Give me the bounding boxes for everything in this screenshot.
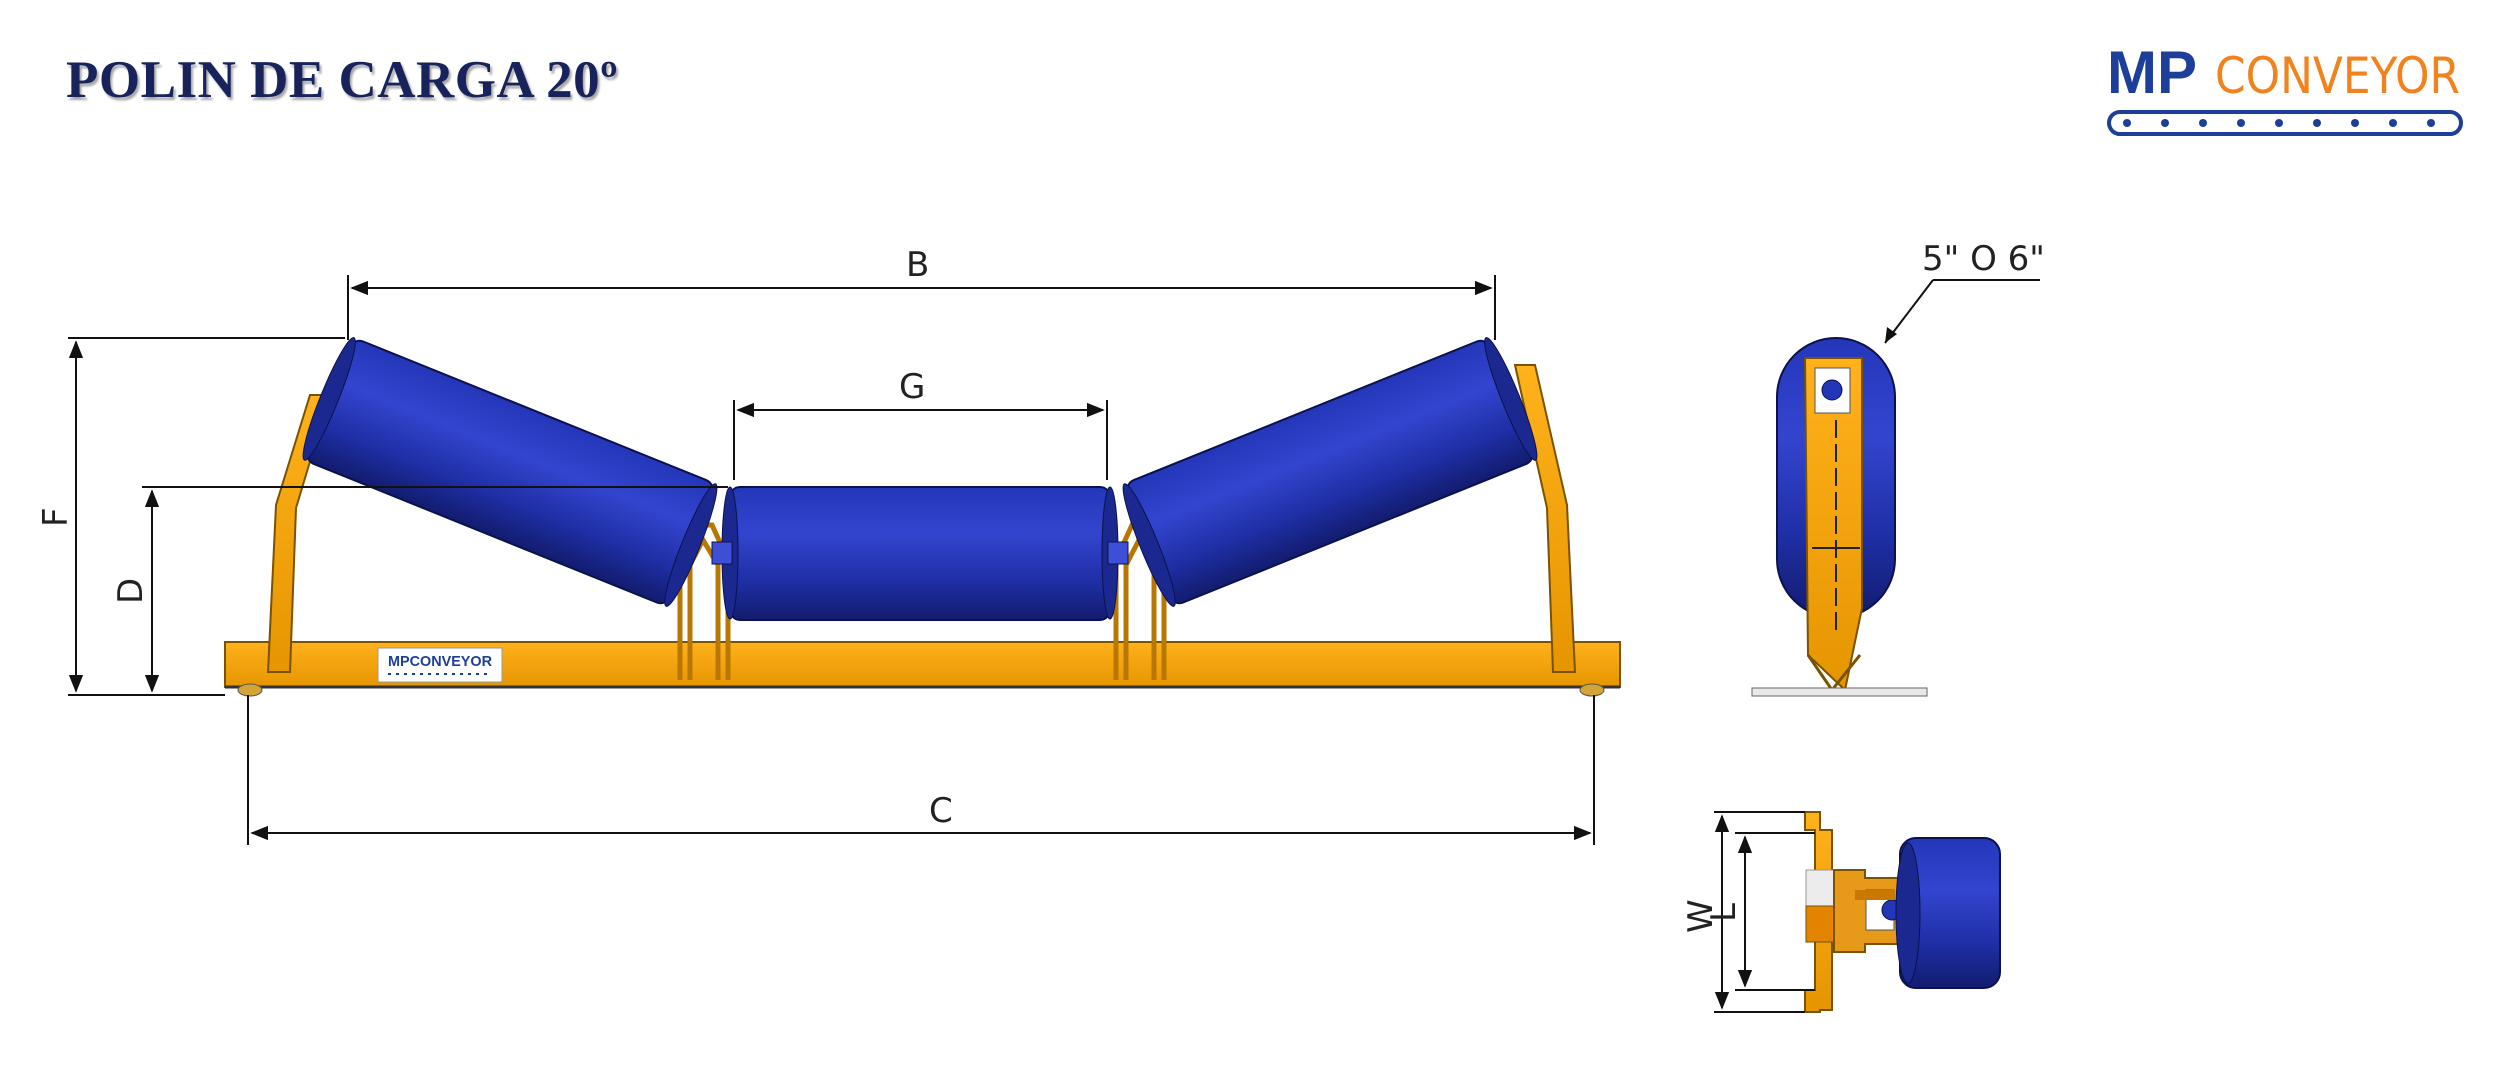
side-bracket <box>1803 357 1863 692</box>
center-roller <box>711 486 1129 621</box>
brand-logo: MP CONVEYOR <box>2107 39 2463 136</box>
frame-logo-plate: MPCONVEYOR <box>377 647 503 683</box>
dimension-g: G <box>733 367 1108 480</box>
dimension-d-label: D <box>111 578 151 604</box>
logo-belt-icon <box>2107 110 2463 136</box>
dimension-l-label: L <box>1704 903 1744 922</box>
detail-view: W L <box>1681 811 2001 1013</box>
right-wing-roller <box>1122 337 1538 607</box>
frame-logo-text: MPCONVEYOR <box>388 653 492 670</box>
left-wing-roller <box>302 337 718 607</box>
page-title: POLIN DE CARGA 20º <box>66 51 619 109</box>
dimension-c: C <box>247 695 1595 845</box>
dimension-w: W <box>1681 811 1805 1013</box>
dimension-c-label: C <box>929 791 953 831</box>
side-base-plate <box>1751 687 1928 697</box>
side-view: 5" O 6" <box>1751 239 2045 697</box>
dimension-b-label: B <box>906 245 929 285</box>
logo-mp-text: MP <box>2107 39 2197 106</box>
right-wing-bracket <box>1513 364 1577 673</box>
logo-conveyor-text: CONVEYOR <box>2215 47 2460 105</box>
dimension-w-label: W <box>1681 899 1721 933</box>
dimension-d: D <box>111 486 728 696</box>
roller-diameter-note: 5" O 6" <box>1922 239 2045 279</box>
front-view: MPCONVEYOR <box>36 245 1621 845</box>
dimension-f-label: F <box>36 507 76 527</box>
dimension-l: L <box>1704 832 1815 991</box>
dimension-g-label: G <box>899 367 925 407</box>
dimension-b: B <box>347 245 1496 340</box>
